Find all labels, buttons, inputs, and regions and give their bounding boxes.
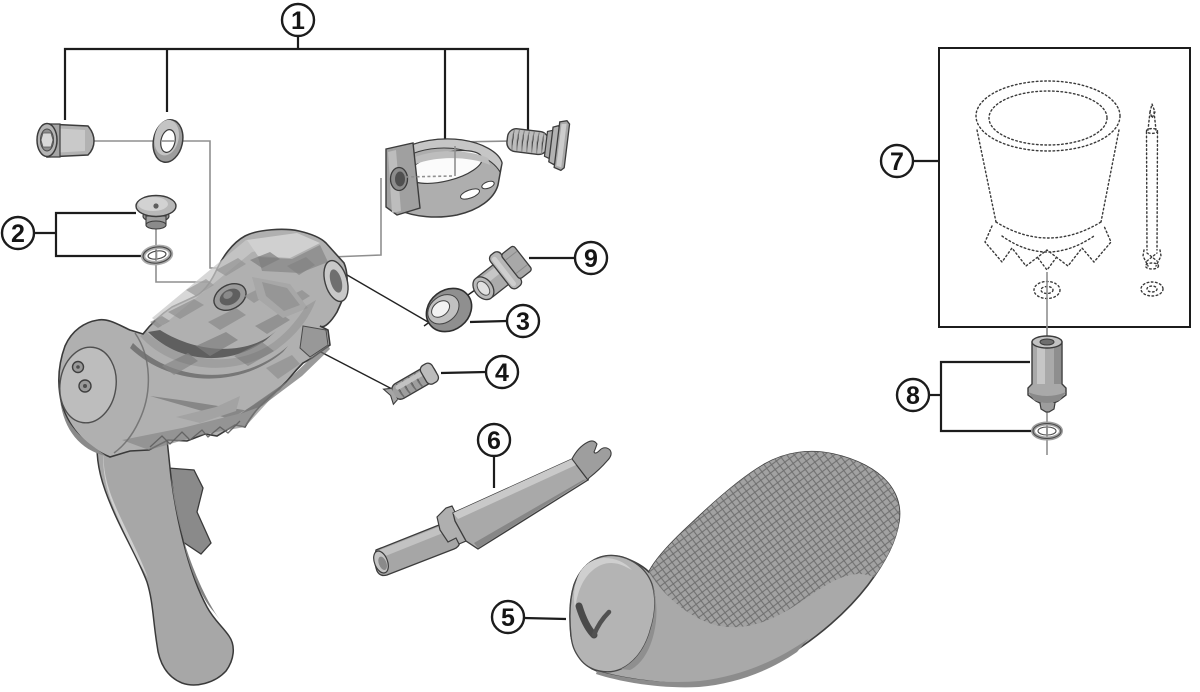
svg-text:3: 3 xyxy=(516,308,530,336)
svg-text:4: 4 xyxy=(495,359,509,387)
svg-text:1: 1 xyxy=(291,7,305,35)
svg-text:7: 7 xyxy=(890,148,904,176)
svg-text:5: 5 xyxy=(501,604,515,632)
svg-text:2: 2 xyxy=(11,220,25,248)
svg-text:8: 8 xyxy=(906,382,920,410)
svg-text:6: 6 xyxy=(487,427,501,455)
svg-text:9: 9 xyxy=(584,245,598,273)
